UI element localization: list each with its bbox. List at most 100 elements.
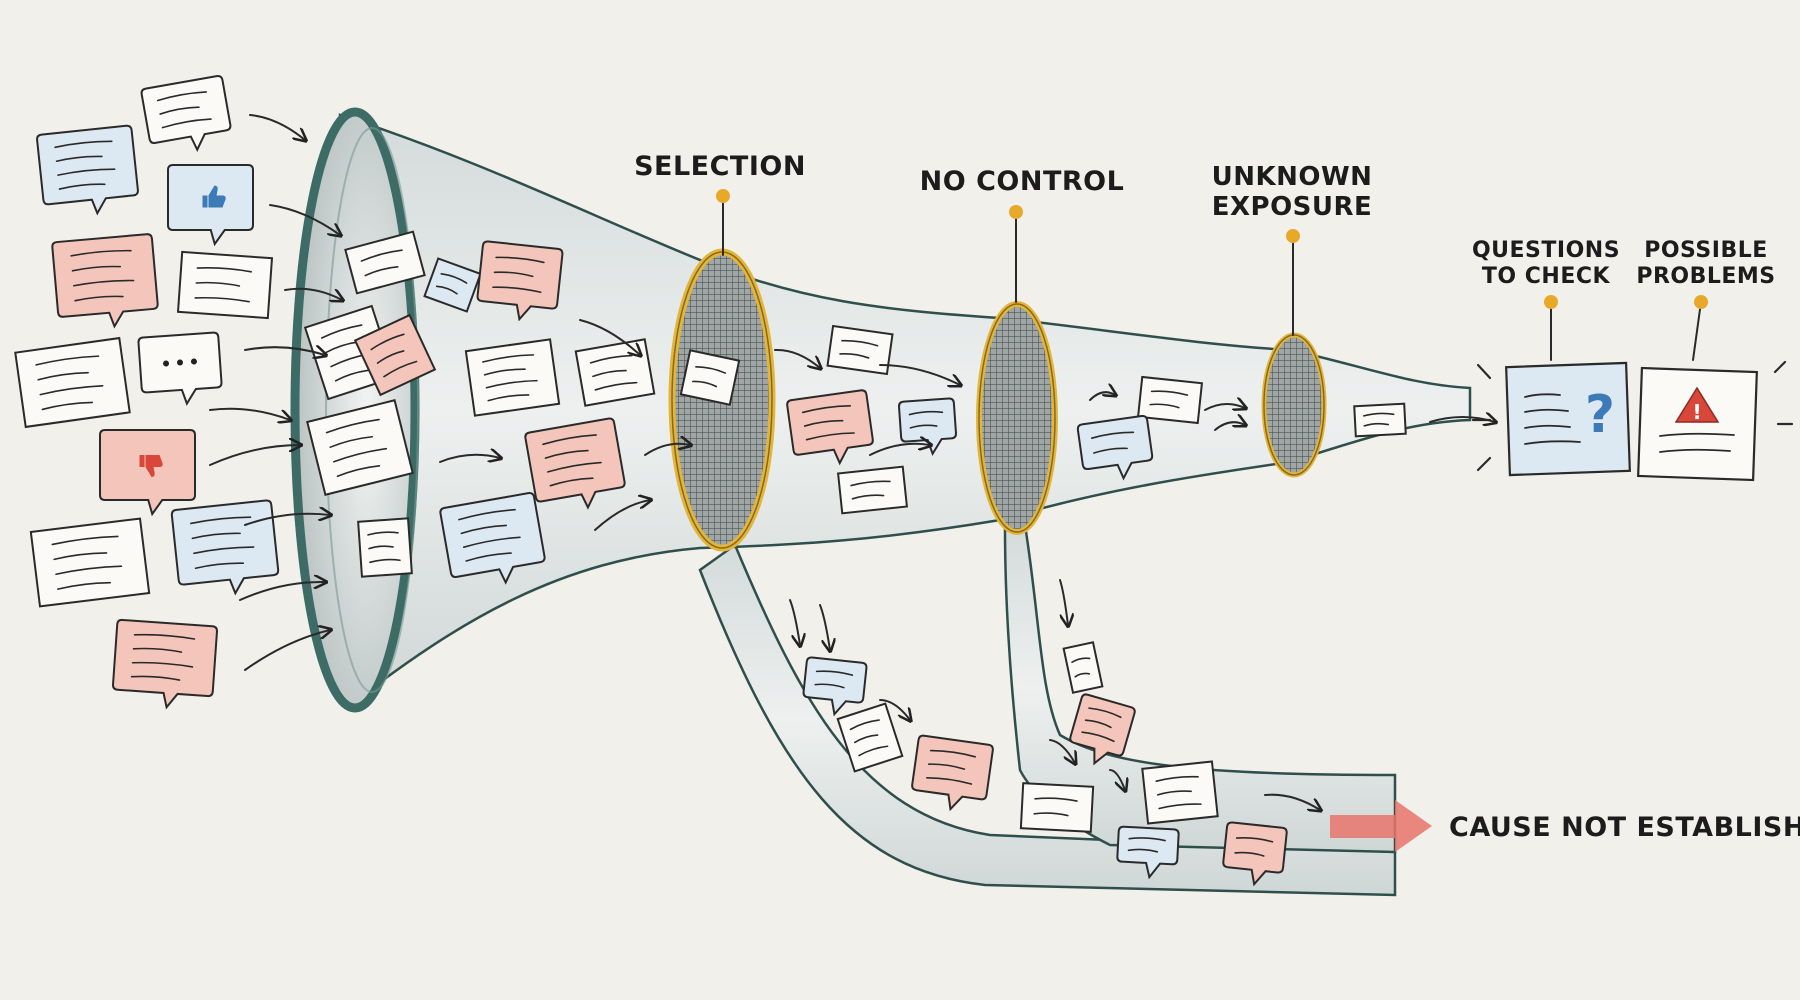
note-text-line bbox=[370, 333, 405, 351]
note-text-line bbox=[493, 271, 534, 278]
speech-bubble-note bbox=[137, 331, 223, 406]
note-text-line bbox=[54, 140, 113, 149]
flow-arrow bbox=[789, 599, 800, 645]
note-text-line bbox=[369, 558, 401, 564]
note-text-line bbox=[1071, 657, 1091, 663]
conclusion-label: CAUSE NOT ESTABLISHED bbox=[1449, 812, 1800, 843]
note-text-line bbox=[334, 369, 369, 382]
note-text-line bbox=[485, 379, 538, 389]
document-note bbox=[353, 313, 437, 397]
note-text-line bbox=[594, 381, 638, 391]
note-text-line bbox=[695, 366, 727, 374]
note-text-line bbox=[1362, 412, 1395, 417]
note-text-line bbox=[435, 285, 458, 295]
document-note bbox=[29, 517, 151, 608]
document-note bbox=[574, 338, 656, 407]
note-text-line bbox=[1090, 431, 1135, 439]
flow-arrow bbox=[819, 604, 830, 650]
to-check-label: TO CHECK bbox=[1482, 264, 1611, 289]
document-note bbox=[1353, 402, 1407, 438]
note-text-line bbox=[195, 281, 241, 287]
no-control-label: NO CONTROL bbox=[920, 166, 1125, 197]
note-text-line bbox=[57, 168, 116, 176]
note-text-line bbox=[1093, 447, 1128, 454]
note-text-line bbox=[1234, 851, 1265, 857]
note-text-line bbox=[71, 265, 122, 272]
note-text-line bbox=[592, 369, 627, 378]
note-text-line bbox=[803, 419, 844, 427]
speech-bubble-note bbox=[786, 389, 874, 466]
note-text-line bbox=[196, 267, 252, 273]
note-text-line bbox=[51, 535, 119, 546]
note-text-line bbox=[364, 266, 399, 277]
note-text-line bbox=[190, 516, 252, 525]
note-text-line bbox=[336, 465, 381, 478]
flow-arrow bbox=[879, 364, 960, 385]
note-text-line bbox=[132, 647, 183, 653]
document-note bbox=[1019, 782, 1095, 833]
note-text-line bbox=[1127, 848, 1159, 853]
document-note bbox=[1136, 375, 1204, 425]
problems-pin bbox=[1694, 295, 1708, 309]
comment-notes bbox=[14, 75, 1407, 887]
note-text-line bbox=[130, 675, 181, 681]
document-note bbox=[464, 338, 561, 417]
flow-arrow bbox=[244, 630, 330, 671]
note-text-line bbox=[801, 404, 852, 414]
speech-bubble-note bbox=[170, 499, 280, 596]
note-text-line bbox=[74, 295, 124, 302]
flow-arrows bbox=[209, 114, 1495, 810]
note-text-line bbox=[320, 324, 363, 339]
note-text-line bbox=[1084, 719, 1112, 729]
unknown-exposure-filter bbox=[1261, 332, 1327, 478]
speech-bubble-note bbox=[112, 618, 218, 710]
flow-arrow bbox=[249, 114, 305, 140]
flow-arrow bbox=[1109, 769, 1125, 790]
unknown-exposure-pin bbox=[1286, 229, 1300, 243]
document-note bbox=[176, 250, 274, 320]
warning-icon: ! bbox=[1674, 386, 1720, 424]
note-text-line bbox=[191, 532, 241, 540]
speech-bubble-note bbox=[51, 233, 159, 329]
selection-pin bbox=[716, 189, 730, 203]
document-note bbox=[423, 257, 482, 313]
speech-bubble-note bbox=[802, 656, 868, 717]
selection-label: SELECTION bbox=[634, 151, 806, 182]
note-text-line bbox=[368, 545, 394, 550]
note-text-line bbox=[159, 106, 200, 115]
unknown-label: UNKNOWN bbox=[1212, 162, 1373, 192]
note-text-line bbox=[70, 249, 132, 257]
speech-bubble-note bbox=[1222, 821, 1288, 887]
note-text-line bbox=[1149, 403, 1180, 409]
document-note bbox=[357, 517, 413, 578]
flow-arrow bbox=[209, 445, 300, 466]
document-note bbox=[14, 336, 131, 429]
note-text-line bbox=[133, 633, 196, 640]
note-text-line bbox=[1156, 790, 1192, 796]
note-text-line bbox=[926, 776, 973, 785]
note-text-line bbox=[549, 477, 594, 487]
speech-bubble-note bbox=[476, 240, 564, 322]
ellipsis-icon bbox=[190, 358, 197, 365]
note-text-line bbox=[1363, 422, 1390, 427]
note-text-line bbox=[462, 536, 521, 548]
note-text-line bbox=[547, 461, 602, 473]
no-control-filter bbox=[976, 301, 1058, 535]
questions-pin bbox=[1544, 295, 1558, 309]
document-note bbox=[836, 702, 904, 773]
questions-document: ? bbox=[1505, 361, 1631, 477]
note-text-line bbox=[482, 354, 535, 363]
note-text-line bbox=[1074, 672, 1091, 678]
speech-bubble-note bbox=[36, 124, 139, 216]
question-mark-icon: ? bbox=[1585, 385, 1615, 445]
note-text-line bbox=[458, 508, 516, 521]
note-text-line bbox=[376, 350, 405, 364]
note-text-line bbox=[57, 581, 112, 590]
note-text-line bbox=[53, 552, 108, 561]
note-text-line bbox=[465, 552, 512, 562]
flow-arrow bbox=[239, 582, 325, 601]
note-text-line bbox=[495, 256, 545, 264]
flow-arrow bbox=[774, 348, 820, 368]
